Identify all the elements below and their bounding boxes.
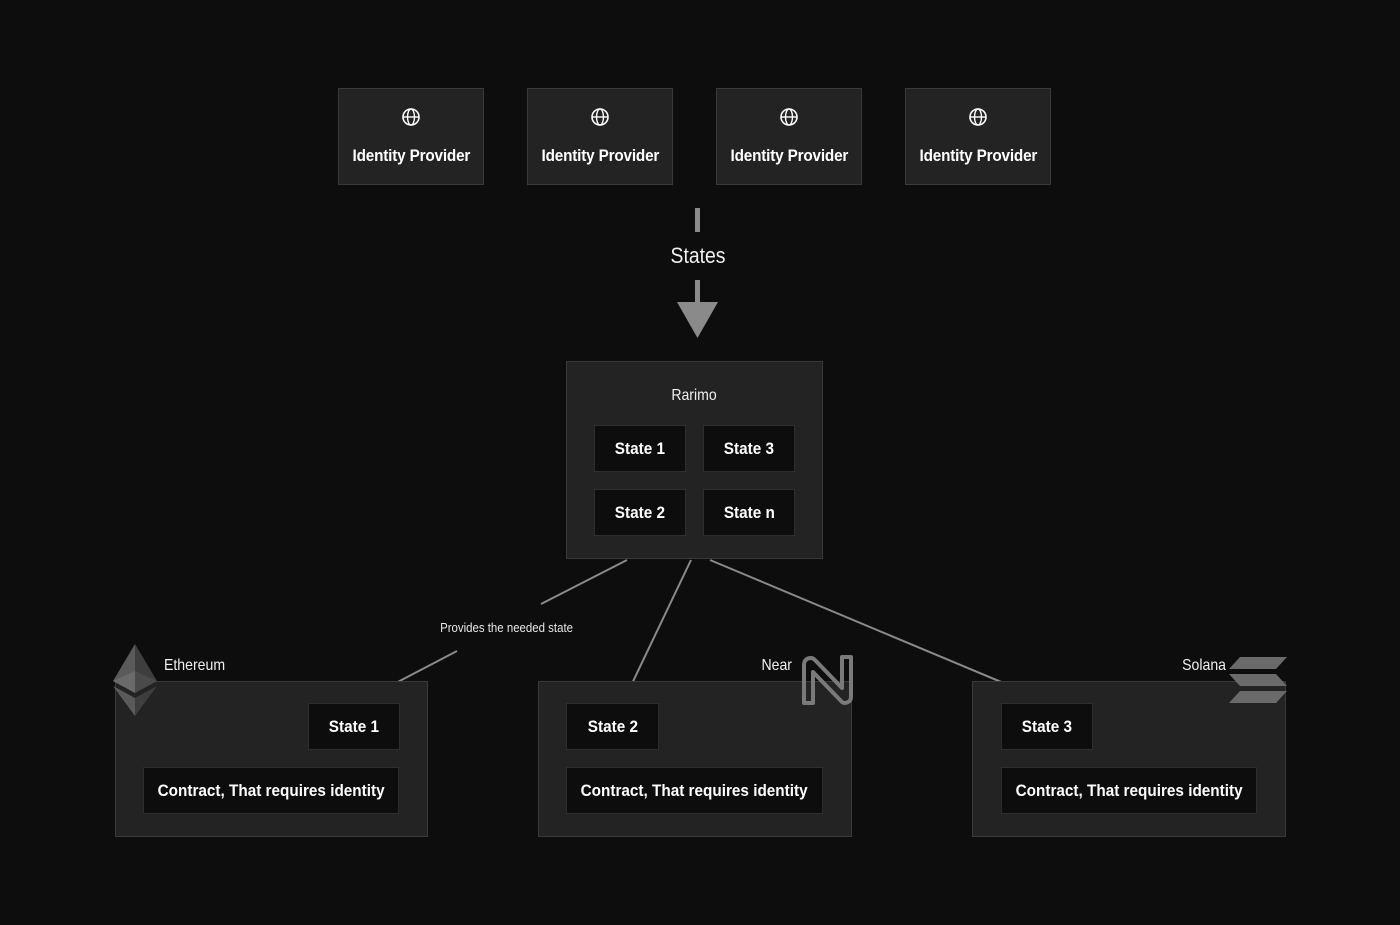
solana-state-label: State 3 xyxy=(1021,716,1073,736)
solana-contract-cell: Contract, That requires identity xyxy=(1001,767,1257,814)
rarimo-state-label: State 2 xyxy=(614,502,666,522)
identity-provider-card-1: Identity Provider xyxy=(338,88,484,185)
edge-rarimo-solana xyxy=(709,559,1038,698)
rarimo-state-cell: State 3 xyxy=(703,425,795,472)
edge-rarimo-ethereum-upper xyxy=(540,559,628,605)
near-contract-cell: Contract, That requires identity xyxy=(566,767,823,814)
identity-provider-label: Identity Provider xyxy=(541,146,659,165)
globe-icon xyxy=(591,108,609,126)
states-arrow-head xyxy=(677,302,718,338)
ethereum-state-label: State 1 xyxy=(328,716,380,736)
states-label: States xyxy=(670,243,726,268)
states-arrow-stem-bottom xyxy=(695,280,700,304)
globe-icon xyxy=(402,108,420,126)
edge-rarimo-near xyxy=(626,559,692,695)
near-state-cell: State 2 xyxy=(566,703,659,750)
identity-provider-card-2: Identity Provider xyxy=(527,88,673,185)
ethereum-state-cell: State 1 xyxy=(308,703,400,750)
identity-provider-label: Identity Provider xyxy=(730,146,848,165)
near-name: Near xyxy=(761,657,792,674)
identity-provider-label: Identity Provider xyxy=(919,146,1037,165)
ethereum-name: Ethereum xyxy=(164,657,226,674)
solana-name: Solana xyxy=(1182,657,1226,674)
near-logo-icon xyxy=(802,655,853,705)
near-state-label: State 2 xyxy=(587,716,638,736)
identity-provider-card-3: Identity Provider xyxy=(716,88,862,185)
rarimo-title: Rarimo xyxy=(671,387,717,404)
rarimo-state-cell: State 2 xyxy=(594,489,686,536)
rarimo-state-cell: State 1 xyxy=(594,425,686,472)
rarimo-state-label: State n xyxy=(723,502,775,522)
near-contract-label: Contract, That requires identity xyxy=(581,780,808,800)
rarimo-state-label: State 1 xyxy=(614,438,666,458)
identity-provider-label: Identity Provider xyxy=(352,146,470,165)
ethereum-contract-label: Contract, That requires identity xyxy=(157,780,385,800)
globe-icon xyxy=(780,108,798,126)
rarimo-state-label: State 3 xyxy=(723,438,775,458)
ethereum-contract-cell: Contract, That requires identity xyxy=(143,767,399,814)
solana-contract-label: Contract, That requires identity xyxy=(1015,780,1243,800)
globe-icon xyxy=(969,108,987,126)
states-arrow-stem-top xyxy=(695,208,700,232)
rarimo-state-cell: State n xyxy=(703,489,795,536)
edge-label: Provides the needed state xyxy=(434,618,579,637)
ethereum-logo-icon xyxy=(113,644,157,716)
solana-logo-icon xyxy=(1229,657,1287,703)
solana-state-cell: State 3 xyxy=(1001,703,1093,750)
identity-provider-card-4: Identity Provider xyxy=(905,88,1051,185)
